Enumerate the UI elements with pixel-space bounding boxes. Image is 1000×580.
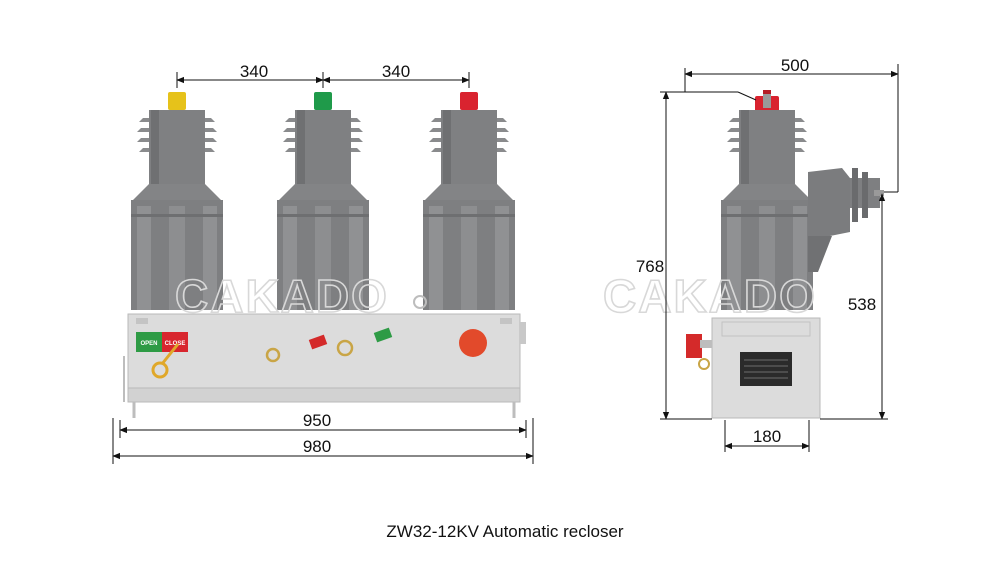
open-label: OPEN (140, 341, 157, 347)
pole-right (423, 92, 515, 310)
dim-total-height: 768 (636, 257, 664, 276)
dim-outer-width: 980 (303, 437, 331, 456)
watermark-front: CAKADO (175, 270, 389, 322)
pole-middle (277, 92, 369, 310)
dim-inner-width: 950 (303, 411, 331, 430)
indicator-button (459, 329, 487, 357)
front-cabinet (127, 313, 521, 391)
pole-left (131, 92, 223, 310)
dim-pitch-left: 340 (240, 62, 268, 81)
side-red-handle (686, 334, 702, 358)
dim-terminal-height: 538 (848, 295, 876, 314)
side-bushing (808, 168, 884, 272)
terminal-green (314, 92, 332, 110)
figure-caption: ZW32-12KV Automatic recloser (386, 522, 623, 541)
close-label: CLOSE (165, 341, 186, 347)
manual-ring-left (265, 347, 281, 363)
open-close-indicator: OPEN CLOSE (136, 332, 188, 352)
watermark-side: CAKADO (603, 270, 817, 322)
side-view: CAKADO 500 768 538 180 (602, 56, 899, 452)
nameplate (740, 352, 792, 386)
green-tag-icon (373, 327, 393, 343)
terminal-yellow (168, 92, 186, 110)
operating-lever (151, 361, 169, 379)
manual-ring-right (336, 339, 354, 357)
red-tag-icon (308, 334, 328, 350)
dim-base-width: 180 (753, 427, 781, 446)
dim-top-width: 500 (781, 56, 809, 75)
terminal-red (460, 92, 478, 110)
dim-pitch-right: 340 (382, 62, 410, 81)
front-view: OPEN CLOSE CAKADO 340 340 950 98 (112, 62, 534, 464)
